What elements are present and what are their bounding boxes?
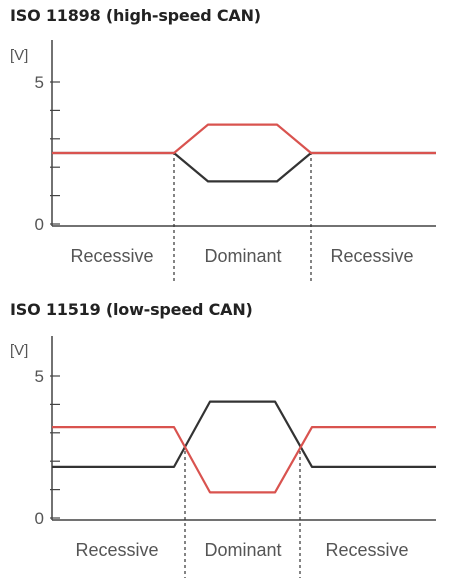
chart-2-region-label: Recessive [75, 540, 158, 560]
chart-2-region-label: Recessive [325, 540, 408, 560]
chart-2-series-2-line [52, 400, 436, 468]
chart-1-title: ISO 11898 (high-speed CAN) [10, 6, 261, 25]
chart-2-series-1-line [52, 426, 436, 494]
chart-1-region-label: Recessive [70, 246, 153, 266]
chart-2-tick-label: 5 [35, 367, 44, 386]
chart-1-tick-label: 0 [35, 215, 44, 234]
chart-1-region-label: Recessive [330, 246, 413, 266]
chart-2-region-label: Dominant [204, 540, 281, 560]
chart-2-title: ISO 11519 (low-speed CAN) [10, 300, 253, 319]
chart-1-unit-label: [V] [10, 47, 28, 64]
chart-2-tick-label: 0 [35, 509, 44, 528]
chart-1-series-2-line [52, 151, 436, 183]
chart-1-series-1-line [52, 123, 436, 155]
chart-1-region-label: Dominant [204, 246, 281, 266]
chart-2-unit-label: [V] [10, 342, 28, 359]
chart-1-tick-label: 5 [35, 73, 44, 92]
